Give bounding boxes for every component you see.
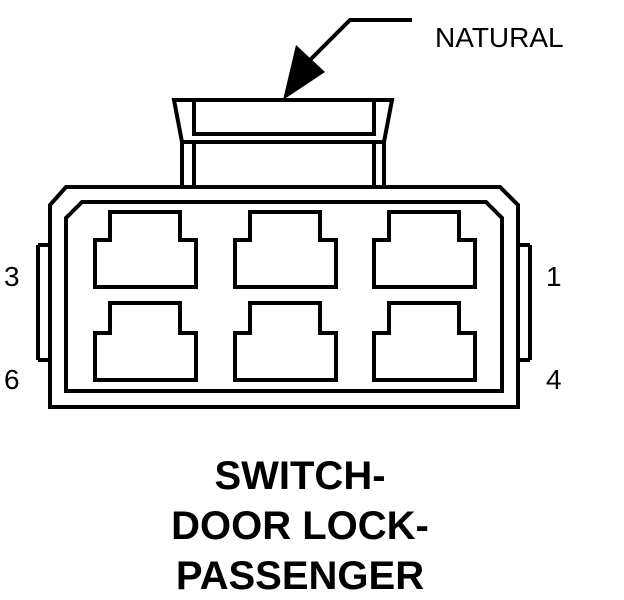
pin-label-4: 4 — [546, 364, 562, 395]
callout-arrowhead — [283, 45, 325, 100]
cavity-pin-4 — [372, 301, 477, 382]
connector-face — [64, 200, 504, 393]
cavity-pin-2 — [233, 210, 338, 289]
pin-label-1: 1 — [546, 261, 562, 292]
title-line-2: DOOR LOCK- — [171, 504, 429, 548]
cavity-pin-5 — [233, 301, 338, 382]
cavity-pin-3 — [93, 210, 198, 289]
connector-latch — [171, 98, 395, 187]
connector-body — [48, 185, 520, 409]
cavity-pin-1 — [372, 210, 477, 289]
connector-side-rails — [36, 243, 532, 362]
callout-leader — [306, 18, 412, 64]
pin-label-6: 6 — [4, 364, 20, 395]
title-line-3: PASSENGER — [175, 554, 425, 598]
connector-color-label: NATURAL — [435, 22, 564, 53]
pin-label-3: 3 — [4, 261, 20, 292]
cavity-pin-6 — [93, 301, 198, 382]
title-line-1: SWITCH- — [214, 454, 386, 498]
